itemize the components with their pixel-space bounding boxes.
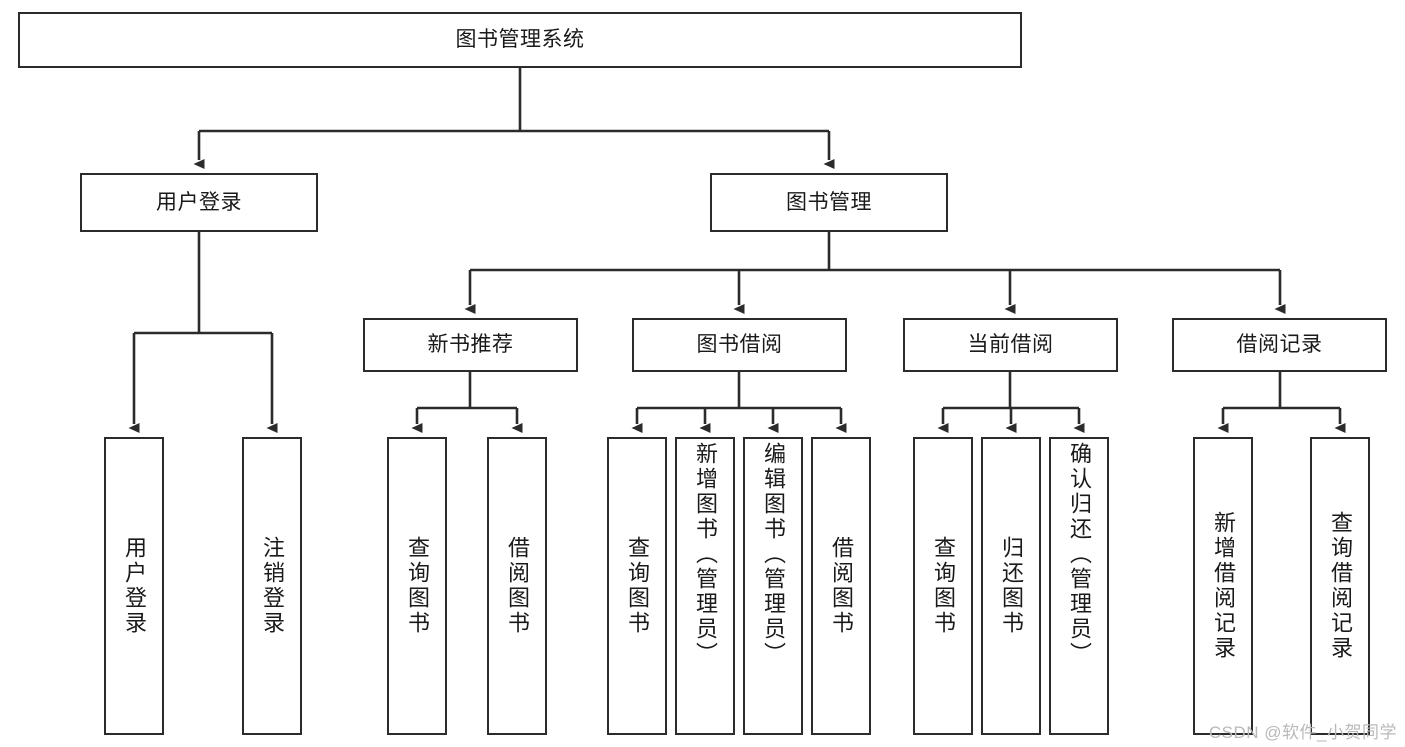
node-current-borrow-label: 当前借阅	[967, 333, 1054, 357]
leaf-query-borrow-record-label: 查询借阅记录	[1328, 511, 1353, 661]
node-book-borrow-label: 图书借阅	[696, 333, 783, 357]
node-book-borrow[interactable]: 图书借阅	[632, 318, 847, 372]
leaf-add-book-admin[interactable]: 新增图书（管理员）	[675, 437, 735, 735]
leaf-confirm-return-admin-label: 确认归还（管理员）	[1067, 442, 1092, 667]
node-book-management[interactable]: 图书管理	[710, 173, 948, 232]
leaf-user-logout[interactable]: 注销登录	[242, 437, 302, 735]
leaf-query-book-borrow-label: 查询图书	[625, 536, 650, 636]
leaf-query-book-borrow[interactable]: 查询图书	[607, 437, 667, 735]
leaf-add-borrow-record-label: 新增借阅记录	[1211, 511, 1236, 661]
node-root-label: 图书管理系统	[455, 28, 585, 52]
node-borrow-record[interactable]: 借阅记录	[1172, 318, 1387, 372]
leaf-user-logout-label: 注销登录	[260, 536, 285, 636]
leaf-confirm-return-admin[interactable]: 确认归还（管理员）	[1049, 437, 1109, 735]
leaf-return-book-label: 归还图书	[999, 536, 1024, 636]
node-new-book-recommend-label: 新书推荐	[427, 333, 514, 357]
leaf-add-book-admin-label: 新增图书（管理员）	[693, 442, 718, 667]
csdn-watermark: CSDN @软件_小贺同学	[1208, 723, 1397, 742]
leaf-user-login[interactable]: 用户登录	[104, 437, 164, 735]
node-current-borrow[interactable]: 当前借阅	[903, 318, 1118, 372]
leaf-user-login-label: 用户登录	[122, 536, 147, 636]
leaf-edit-book-admin-label: 编辑图书（管理员）	[761, 442, 786, 667]
leaf-borrow-book[interactable]: 借阅图书	[811, 437, 871, 735]
leaf-query-book-recommend-label: 查询图书	[405, 536, 430, 636]
node-borrow-record-label: 借阅记录	[1236, 333, 1323, 357]
leaf-add-borrow-record[interactable]: 新增借阅记录	[1193, 437, 1253, 735]
leaf-borrow-book-label: 借阅图书	[829, 536, 854, 636]
leaf-return-book[interactable]: 归还图书	[981, 437, 1041, 735]
leaf-query-borrow-record[interactable]: 查询借阅记录	[1310, 437, 1370, 735]
leaf-query-book-recommend[interactable]: 查询图书	[387, 437, 447, 735]
leaf-query-book-current[interactable]: 查询图书	[913, 437, 973, 735]
node-root[interactable]: 图书管理系统	[18, 12, 1022, 68]
leaf-edit-book-admin[interactable]: 编辑图书（管理员）	[743, 437, 803, 735]
node-user-login[interactable]: 用户登录	[80, 173, 318, 232]
leaf-borrow-book-recommend[interactable]: 借阅图书	[487, 437, 547, 735]
node-user-login-label: 用户登录	[156, 190, 242, 214]
node-new-book-recommend[interactable]: 新书推荐	[363, 318, 578, 372]
node-book-management-label: 图书管理	[786, 190, 872, 214]
leaf-query-book-current-label: 查询图书	[931, 536, 956, 636]
leaf-borrow-book-recommend-label: 借阅图书	[505, 536, 530, 636]
